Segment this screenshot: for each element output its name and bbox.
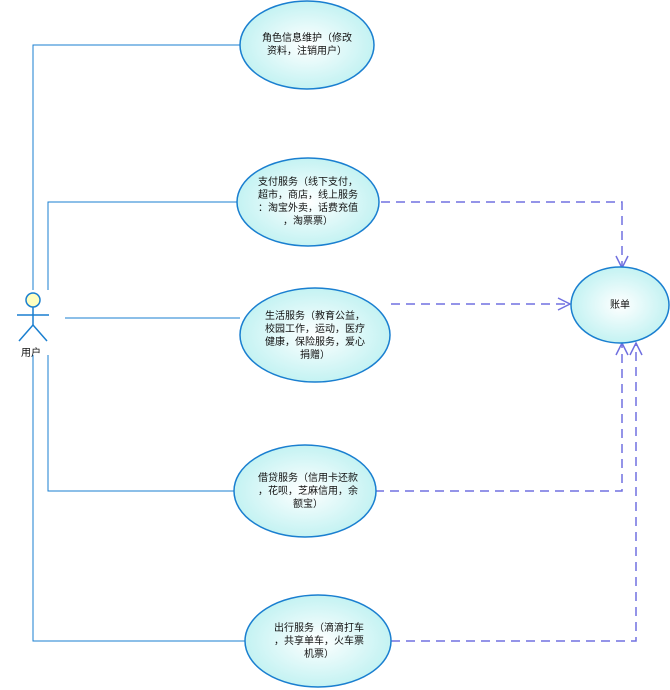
use-case-bill[interactable] (570, 266, 670, 344)
use-case-uc4[interactable] (233, 444, 377, 538)
association-line-uc1 (32, 44, 240, 290)
use-case-uc3[interactable] (239, 287, 391, 383)
dependency-line-uc2 (381, 201, 623, 268)
use-case-uc1[interactable] (239, 0, 375, 90)
use-case-uc5[interactable] (244, 594, 392, 688)
dependency-line-uc4 (375, 343, 623, 492)
arrowhead-uc5 (629, 341, 643, 356)
association-line-uc2 (47, 201, 237, 290)
association-line-uc4 (47, 355, 234, 492)
association-line-uc5 (32, 355, 245, 642)
use-case-uc2[interactable] (236, 157, 380, 247)
dependency-line-uc5 (391, 343, 637, 642)
arrowhead-uc3 (557, 297, 572, 311)
actor-name-label: 用户 (21, 348, 41, 359)
actor-user-icon[interactable] (17, 292, 49, 342)
